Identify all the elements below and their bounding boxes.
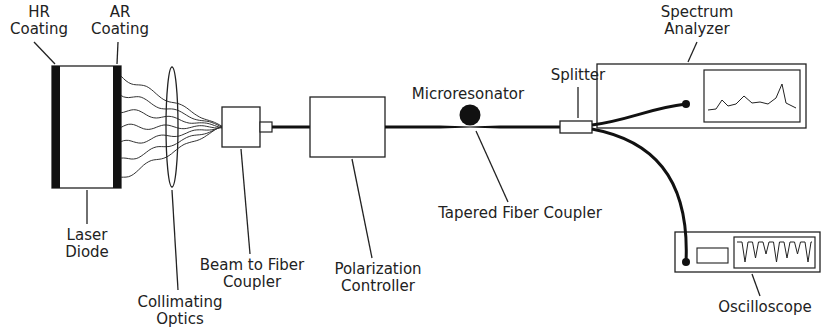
hr-coating-bar [52,66,60,188]
leader-line [688,42,697,62]
leader-line [752,274,760,296]
polarization-controller-box [310,97,385,157]
part-label: Collimating Optics [130,294,230,328]
leader-line [241,149,250,254]
leader-line [117,42,118,64]
part-label: AR Coating [84,4,156,38]
part-label: Oscilloscope [718,299,812,316]
part-label: Polarization Controller [320,261,436,295]
fiber-connector [682,100,690,108]
leader-line [476,131,508,202]
leader-line [34,42,55,64]
leader-line [352,159,372,258]
part-label: Laser Diode [54,227,120,261]
leader-line [86,190,87,224]
ar-coating-bar [113,66,121,188]
optical-fiber [385,126,440,129]
leader-line [577,87,578,118]
microresonator-sphere [460,105,481,126]
optical-fiber [592,104,686,125]
analyzer-screen [704,70,800,122]
collimating-lens [166,67,178,187]
tapered-fiber [440,126,500,129]
fiber-ferrule [260,122,272,132]
leader-line [172,190,178,290]
fiber-connector [682,258,690,266]
laser-beam [121,76,222,177]
beam-ray [121,76,222,126]
part-label: Tapered Fiber Coupler [438,205,602,222]
part-label: HR Coating [3,4,75,38]
part-label: Beam to Fiber Coupler [194,257,310,291]
spectrum-trace [708,84,796,110]
oscilloscope-panel [697,248,728,263]
optical-fiber [500,126,560,129]
beam-ray [121,96,222,128]
optical-fiber [592,129,686,262]
oscilloscope-screen [734,237,815,268]
beam-ray [121,126,222,177]
part-label: Spectrum Analyzer [651,4,743,38]
part-label: Splitter [551,67,606,84]
part-label: Microresonator [412,86,524,103]
laser-diode-body [52,66,121,188]
splitter-box [560,121,592,133]
oscilloscope-trace [737,242,812,262]
optical-fiber [272,126,310,129]
fiber-coupler-body [222,107,260,147]
beam-ray [121,124,222,129]
oscilloscope-box [675,232,820,272]
